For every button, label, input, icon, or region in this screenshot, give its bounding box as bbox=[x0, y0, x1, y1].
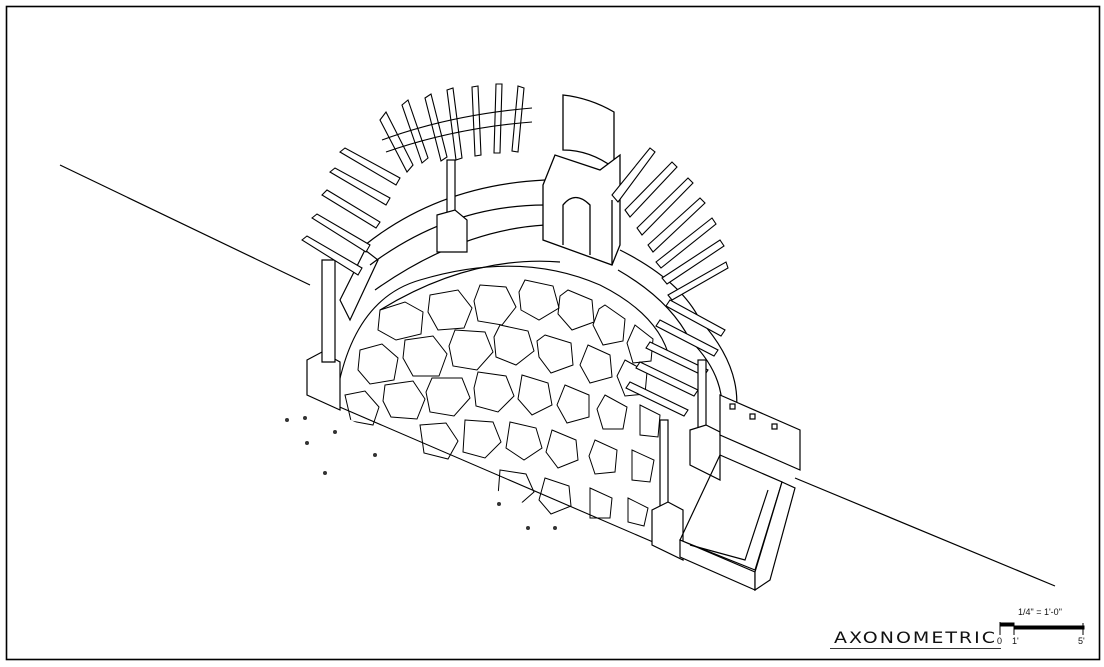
ground-line bbox=[59, 164, 1056, 587]
right-rafters-lower bbox=[625, 299, 726, 417]
right-rafters-upper bbox=[611, 147, 729, 301]
sheet-border bbox=[5, 5, 1101, 661]
left-pier bbox=[306, 249, 379, 411]
top-rafters bbox=[379, 83, 533, 173]
scale-tick-1: 1' bbox=[1012, 636, 1019, 646]
stair-landing bbox=[679, 394, 801, 592]
scale-label: 1/4" = 1'-0" bbox=[1018, 607, 1062, 617]
left-rafters bbox=[301, 147, 401, 276]
view-title: AXONOMETRIC bbox=[830, 629, 1001, 649]
ground-dots bbox=[285, 416, 557, 530]
scale-bar bbox=[999, 622, 1085, 635]
stone-wall bbox=[334, 265, 671, 546]
tower-pier bbox=[542, 94, 621, 266]
scale-tick-0: 0 bbox=[997, 636, 1003, 646]
center-post bbox=[436, 159, 468, 253]
scale-tick-5: 5' bbox=[1078, 636, 1085, 646]
